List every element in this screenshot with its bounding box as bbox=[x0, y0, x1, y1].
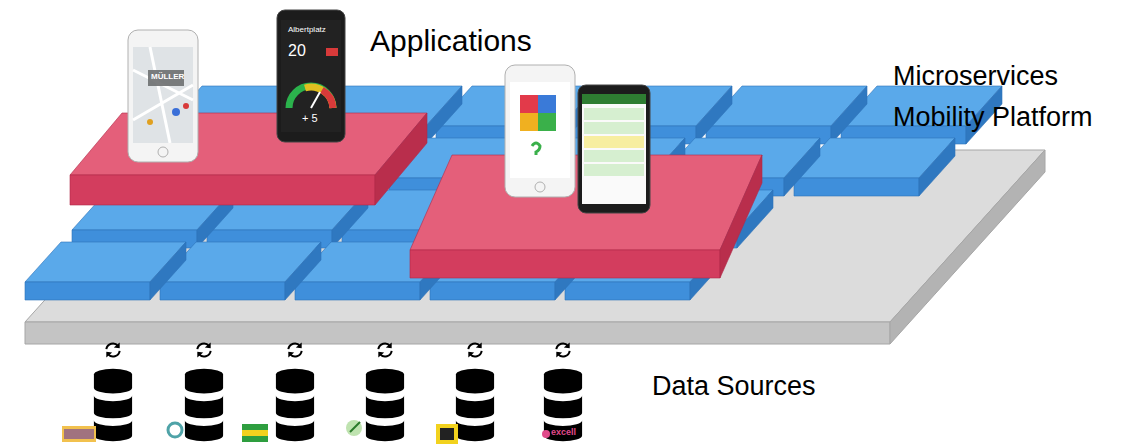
logo-text: excell bbox=[551, 428, 576, 438]
microservice-tile bbox=[794, 178, 919, 196]
screen-text: Albertplatz bbox=[288, 26, 326, 35]
microservice-tile bbox=[784, 138, 820, 196]
microservice-tile bbox=[565, 282, 690, 300]
phone-list-app bbox=[578, 85, 650, 213]
microservice-tile bbox=[919, 138, 955, 196]
phone-dashboard-app bbox=[277, 10, 345, 142]
layer-label: Microservices bbox=[893, 62, 1058, 92]
microservice-tile bbox=[831, 86, 867, 144]
microservice-tile bbox=[25, 282, 150, 300]
microservice-tile bbox=[285, 242, 321, 300]
data-source-logos bbox=[62, 420, 550, 444]
application-slab bbox=[70, 175, 375, 205]
layer-label: Mobility Platform bbox=[893, 103, 1093, 133]
application-slab bbox=[410, 250, 720, 278]
application-slab bbox=[375, 113, 427, 205]
microservice-tile bbox=[150, 242, 186, 300]
data-source-databases bbox=[94, 343, 582, 442]
screen-text: 20 bbox=[288, 42, 306, 60]
microservice-tile bbox=[430, 282, 555, 300]
layer-label: Data Sources bbox=[652, 372, 816, 402]
microservice-tile bbox=[696, 86, 732, 144]
microservice-tile bbox=[426, 86, 462, 144]
screen-text: MÜLLER bbox=[151, 73, 184, 82]
application-slab bbox=[70, 113, 427, 175]
microservice-tile bbox=[295, 282, 420, 300]
layer-label: Applications bbox=[370, 24, 532, 57]
application-slab bbox=[720, 155, 762, 278]
screen-text: + 5 bbox=[302, 112, 318, 124]
phone-map-app bbox=[128, 30, 198, 162]
microservice-tile bbox=[160, 282, 285, 300]
phone-puzzle-app bbox=[505, 65, 575, 197]
